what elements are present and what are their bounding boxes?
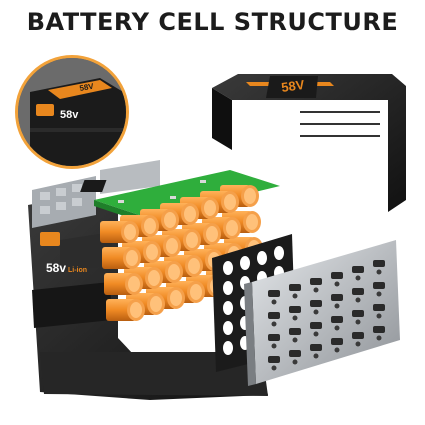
strip-weld-point [271,321,277,327]
strip-weld-point [334,325,340,331]
cell-cap [124,224,136,240]
strip-weld-point [355,275,361,281]
inset-badge [36,104,54,116]
strip-weld-point [313,309,319,315]
strip-terminal [331,316,343,323]
cell-cap [226,220,238,236]
cell-cap [150,296,162,312]
strip-weld-point [292,315,298,321]
cell-cap [244,188,256,204]
strip-terminal [268,312,280,319]
battery-cell [124,267,163,289]
cover-voltage-text: 58V [280,77,305,95]
strip-weld-point [334,281,340,287]
strip-terminal [373,282,385,289]
cell-cap [186,232,198,248]
strip-weld-point [334,347,340,353]
cell-cap [188,258,200,274]
strip-terminal [373,304,385,311]
cell-cap [128,276,140,292]
cell-cap [164,212,176,228]
holder-hole [223,281,233,295]
top-housing-cover: 58V [212,74,406,212]
battery-cell [100,221,139,243]
strip-terminal [310,300,322,307]
strip-weld-point [376,269,382,275]
housing-badge [40,232,60,246]
strip-terminal [310,278,322,285]
inset-battery-circle: 58v 58V [15,55,129,169]
strip-weld-point [376,335,382,341]
strip-terminal [289,306,301,313]
battery-cell [106,299,145,321]
strip-weld-point [355,297,361,303]
cell-cap [126,250,138,266]
holder-hole [223,261,233,275]
cell-cap [168,264,180,280]
strip-terminal [373,326,385,333]
bottom-housing: 58v Li-ion [28,195,268,400]
strip-terminal [331,272,343,279]
strip-weld-point [376,313,382,319]
strip-terminal [373,260,385,267]
strip-weld-point [292,293,298,299]
inset-voltage-text: 58V [79,82,95,93]
strip-terminal [331,294,343,301]
battery-cells [100,185,265,321]
strip-weld-point [292,359,298,365]
strip-weld-point [313,353,319,359]
battery-cell [102,247,141,269]
strip-terminal [310,322,322,329]
cell-cap [224,194,236,210]
strip-terminal [289,328,301,335]
holder-hole [223,321,233,335]
strip-weld-point [334,303,340,309]
strip-terminal [331,338,343,345]
strip-weld-point [271,343,277,349]
cell-cap [144,218,156,234]
holder-hole [240,256,250,270]
cell-cap [130,302,142,318]
strip-terminal [268,356,280,363]
strip-weld-point [313,287,319,293]
strip-weld-point [313,331,319,337]
battery-cell [104,273,143,295]
holder-hole [223,301,233,315]
strip-weld-point [271,299,277,305]
strip-weld-point [355,319,361,325]
strip-weld-point [292,337,298,343]
strip-terminal [268,290,280,297]
inset-rating-text: 58v [60,109,79,121]
headline: BATTERY CELL STRUCTURE [26,8,399,36]
cell-cap [170,290,182,306]
housing-rating-text: 58v [46,261,66,275]
strip-terminal [352,310,364,317]
strip-terminal [352,332,364,339]
nickel-strip-plate [244,240,400,386]
strip-terminal [352,266,364,273]
cell-holder-frame-left [32,160,160,228]
cell-cap [146,244,158,260]
strip-terminal [268,334,280,341]
cell-cap [246,214,258,230]
strip-weld-point [271,365,277,371]
holder-hole [274,246,284,260]
cell-cap [184,206,196,222]
strip-terminal [289,350,301,357]
cell-cap [166,238,178,254]
strip-terminal [289,284,301,291]
cell-cap [148,270,160,286]
cell-cap [204,200,216,216]
strip-terminal [310,344,322,351]
strip-terminal [352,288,364,295]
strip-weld-point [355,341,361,347]
holder-hole [257,251,267,265]
holder-hole [223,341,233,355]
housing-unit-text: Li-ion [68,267,87,274]
cell-cap [206,226,218,242]
cell-cap [190,284,202,300]
strip-weld-point [376,291,382,297]
